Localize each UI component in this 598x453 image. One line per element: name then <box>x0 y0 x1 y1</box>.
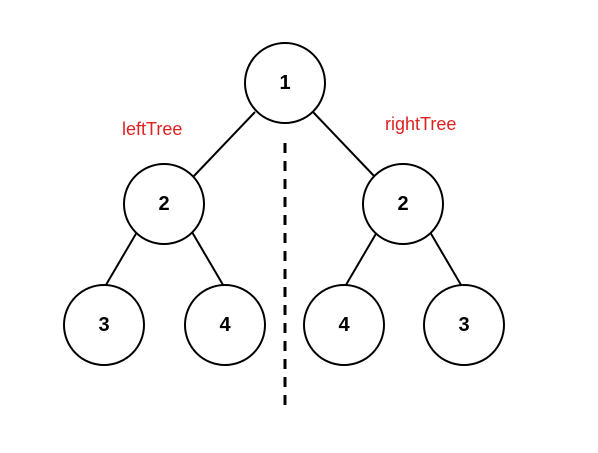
edge-right-rightleft <box>342 231 378 291</box>
edge-right-rightright <box>429 231 465 291</box>
node-root: 1 <box>244 42 326 124</box>
node-left-right: 4 <box>184 284 266 366</box>
node-left-value: 2 <box>158 193 169 215</box>
node-right-right-value: 3 <box>458 314 469 336</box>
node-right-value: 2 <box>397 193 408 215</box>
node-root-value: 1 <box>279 72 290 94</box>
node-right-left: 4 <box>303 284 385 366</box>
edge-left-leftright <box>191 231 227 291</box>
node-right: 2 <box>362 163 444 245</box>
node-right-right: 3 <box>423 284 505 366</box>
node-left-left: 3 <box>63 284 145 366</box>
node-left-left-value: 3 <box>98 314 109 336</box>
edge-left-leftleft <box>102 231 138 291</box>
node-left-right-value: 4 <box>219 314 231 336</box>
edge-root-left <box>192 111 256 178</box>
right-tree-label: rightTree <box>385 114 456 134</box>
edge-root-right <box>312 111 376 178</box>
node-right-left-value: 4 <box>338 314 350 336</box>
left-tree-label: leftTree <box>122 119 182 139</box>
node-left: 2 <box>123 163 205 245</box>
